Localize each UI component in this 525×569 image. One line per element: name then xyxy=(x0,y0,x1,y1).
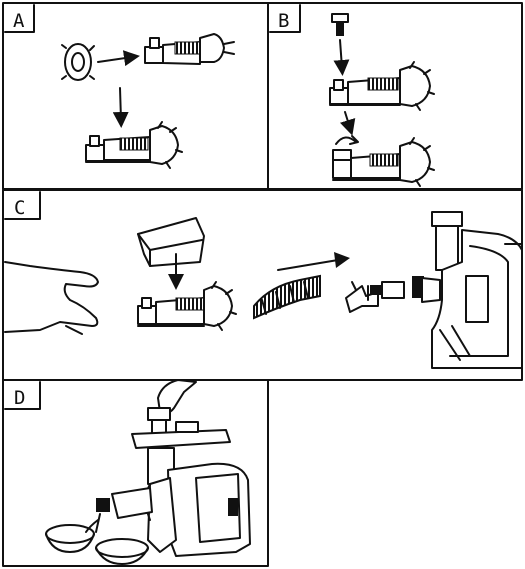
bowl-right-icon xyxy=(96,539,148,564)
panel-c-label: C xyxy=(14,197,25,219)
feed-tray-icon xyxy=(132,422,230,448)
panel-a-label-box: A xyxy=(5,5,34,32)
screw-part-icon xyxy=(332,14,348,36)
arrow-down-icon xyxy=(345,112,350,128)
panel-a-drawing xyxy=(62,34,234,168)
outlet-spout-icon xyxy=(96,488,152,532)
housing-auger-top xyxy=(145,34,234,64)
rotate-arrow-icon xyxy=(336,136,358,144)
arrow-right-icon xyxy=(98,57,132,62)
housing-b-bottom xyxy=(333,138,434,186)
juicer-machine-c xyxy=(412,212,522,368)
panel-b-drawing xyxy=(330,14,434,186)
arrow-right-big-icon xyxy=(278,252,350,270)
panel-d-label: D xyxy=(14,387,25,409)
housing-b-top xyxy=(330,62,434,110)
panel-b-label-box: B xyxy=(270,5,300,32)
juice-screw-icon xyxy=(346,282,404,312)
arrow-down-icon xyxy=(340,40,342,68)
panel-b-label: B xyxy=(278,10,289,32)
arrow-down-icon xyxy=(120,88,121,120)
housing-c xyxy=(138,282,236,330)
housing-assembled-a xyxy=(86,122,182,168)
hand-icon xyxy=(5,262,98,334)
panel-c-label-box: C xyxy=(5,192,40,219)
panel-a-label: A xyxy=(13,10,25,32)
panel-d-label-box: D xyxy=(5,382,40,409)
cover-block-icon xyxy=(138,218,204,266)
auger-icon xyxy=(254,276,320,318)
panel-c-drawing xyxy=(5,212,522,368)
ring-nut-icon xyxy=(62,44,94,80)
bowl-left-icon xyxy=(46,525,94,552)
panel-d-drawing xyxy=(46,380,250,564)
